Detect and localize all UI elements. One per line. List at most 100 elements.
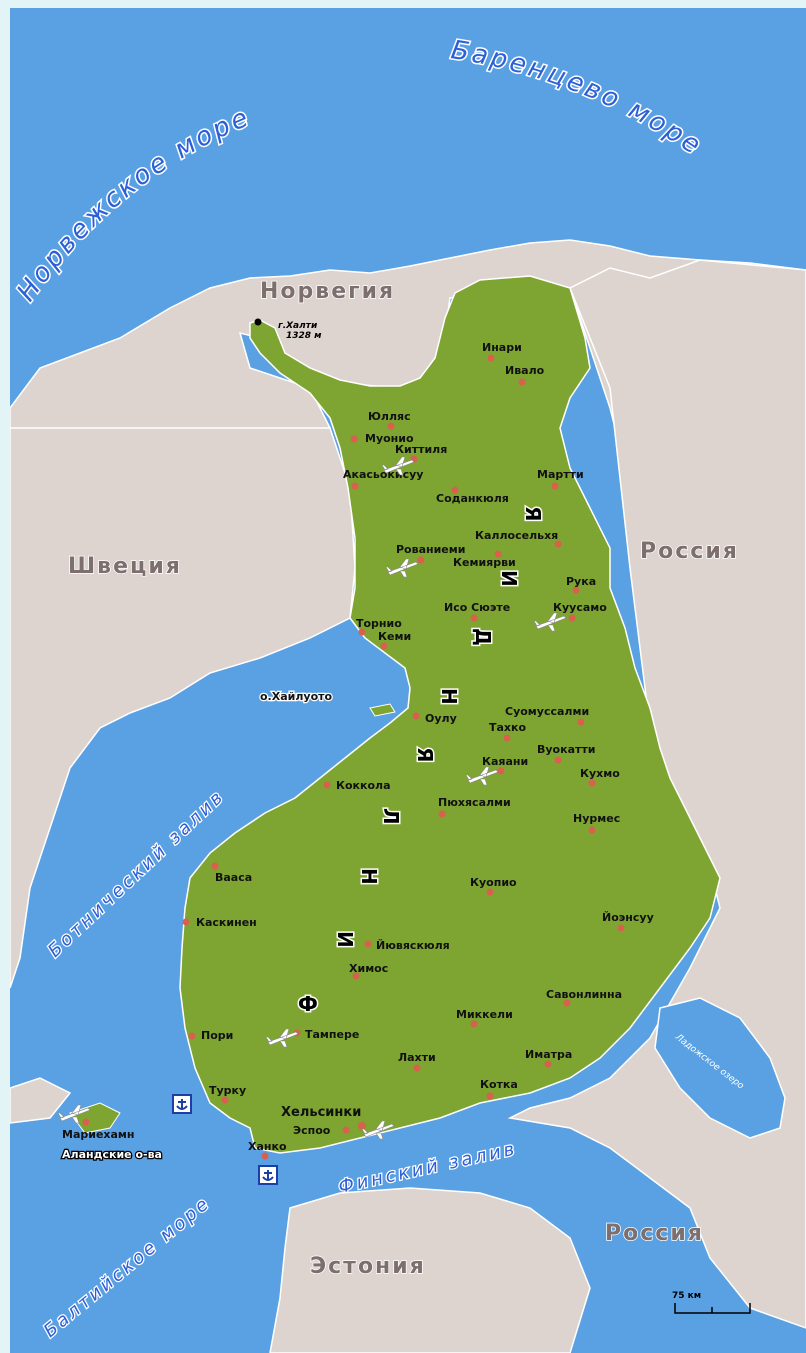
scale-label: 75 км: [672, 1291, 701, 1301]
city-yllas: Юлляс: [368, 410, 411, 423]
city-taivalkoski: Тахко: [489, 721, 526, 734]
finland-land: [179, 275, 721, 1154]
city-dot-icon: [221, 1096, 229, 1104]
city-dot-icon: [572, 586, 580, 594]
city-ruka: Рука: [566, 575, 596, 588]
hailuoto-label-halo: о.Хайлуото: [260, 690, 333, 703]
city-kemijarvi: Кемиярви: [453, 556, 516, 569]
city-dot-icon: [494, 550, 502, 558]
estonia-label: Эстония: [310, 1254, 426, 1279]
city-dot-icon: [451, 486, 459, 494]
russia-north-label: Россия: [640, 539, 739, 564]
sweden-land: [10, 427, 356, 989]
fin-letter-4: Л: [379, 808, 403, 825]
city-helsinki: Хельсинки: [281, 1105, 361, 1120]
city-dot-icon: [188, 1032, 196, 1040]
city-dot-icon: [588, 826, 596, 834]
city-sodankyla: Соданкюля: [436, 492, 509, 505]
scale-bar: 75 км: [672, 1291, 751, 1314]
city-dot-icon: [588, 779, 596, 787]
city-dot-icon: [82, 1118, 90, 1126]
city-kuopio: Куопио: [470, 876, 517, 889]
fin-letter-1: Ф: [298, 992, 318, 1016]
peak-name: г.Халти: [278, 321, 318, 331]
fin-letter-8: И: [497, 570, 521, 587]
city-dot-icon: [417, 556, 425, 564]
city-vuokatti: Вуокатти: [537, 743, 595, 756]
city-pyhasalmi: Пюхясалми: [438, 796, 511, 809]
city-dot-icon: [487, 354, 495, 362]
city-dot-icon: [617, 924, 625, 932]
city-kaskinen: Каскинен: [196, 916, 257, 929]
norway-label: Норвегия: [260, 279, 395, 304]
city-dot-icon: [568, 614, 576, 622]
city-dot-icon: [497, 767, 505, 775]
city-dot-icon: [261, 1152, 269, 1160]
city-iso-syote: Исо Сюэте: [444, 601, 510, 614]
city-dot-icon: [342, 1126, 350, 1134]
country-name-vertical: Ф И Н Л Я Н Д И Я: [297, 505, 547, 1018]
city-hanko: Ханко: [248, 1140, 287, 1153]
city-dot-icon: [577, 718, 585, 726]
fin-letter-3: Н: [357, 868, 381, 885]
city-dot-icon: [544, 1060, 552, 1068]
hailuoto-island: [369, 703, 396, 717]
city-dot-icon: [486, 1092, 494, 1100]
city-kemi: Кеми: [378, 630, 411, 643]
hailuoto-label: о.Хайлуото: [260, 690, 333, 703]
city-jyvaskyla: Йювяскюля: [376, 939, 450, 952]
city-tampere: Тампере: [305, 1028, 359, 1041]
city-espoo: Эспоо: [293, 1124, 331, 1137]
city-turku: Турку: [209, 1084, 246, 1097]
city-dot-icon: [554, 756, 562, 764]
city-kuusamo: Куусамо: [553, 601, 607, 614]
city-kokkola: Коккола: [336, 779, 391, 792]
city-suomussalmi: Суомуссалми: [505, 705, 589, 718]
city-dot-icon: [470, 1020, 478, 1028]
city-rovaniemi: Рованиеми: [396, 543, 465, 556]
city-kajaani: Каяани: [482, 755, 528, 768]
ladoga-lake: [654, 997, 786, 1139]
city-dot-icon: [486, 888, 494, 896]
city-dot-icon: [323, 781, 331, 789]
city-dot-icon: [364, 940, 372, 948]
estonia-land: [269, 1187, 591, 1353]
city-vaasa: Вааса: [215, 871, 252, 884]
city-imatra: Иматра: [525, 1048, 572, 1061]
city-dot-icon: [470, 614, 478, 622]
fin-letter-7: Д: [471, 628, 495, 646]
fin-letter-5: Я: [413, 747, 437, 762]
city-martti: Мартти: [537, 468, 584, 481]
city-kallosalka: Каллосельхя: [475, 529, 558, 542]
city-dot-icon: [351, 482, 359, 490]
city-mikkeli: Миккели: [456, 1008, 513, 1021]
city-dot-icon: [551, 482, 559, 490]
sweden-coast-south: [10, 1077, 72, 1124]
city-himos: Химос: [349, 962, 388, 975]
city-dot-icon: [358, 1122, 366, 1130]
city-lahti: Лахти: [398, 1051, 436, 1064]
city-kuhmo: Кухмо: [580, 767, 620, 780]
city-dot-icon: [350, 435, 358, 443]
city-dot-icon: [358, 628, 366, 636]
fin-letter-9: Я: [521, 506, 545, 521]
city-ivalo: Ивало: [505, 364, 545, 377]
city-mariehamn: Мариехамн: [62, 1128, 135, 1141]
russia-south-label: Россия: [605, 1221, 704, 1246]
city-dot-icon: [554, 540, 562, 548]
anchor-icon: [172, 1094, 192, 1114]
aland-label: Аландские о-ва: [62, 1148, 162, 1161]
city-dot-icon: [438, 810, 446, 818]
city-inari: Инари: [482, 341, 522, 354]
cities: Инари Ивало Юлляс Муонио Киттиля Акасьок…: [62, 341, 654, 1160]
city-savonlinna: Савонлинна: [546, 988, 622, 1001]
city-dot-icon: [182, 918, 190, 926]
city-kotka: Котка: [480, 1078, 518, 1091]
city-dot-icon: [352, 972, 360, 980]
city-dot-icon: [380, 642, 388, 650]
city-dot-icon: [563, 999, 571, 1007]
sweden-label: Швеция: [68, 554, 182, 579]
anchor-icon: [258, 1165, 278, 1185]
city-dot-icon: [412, 712, 420, 720]
